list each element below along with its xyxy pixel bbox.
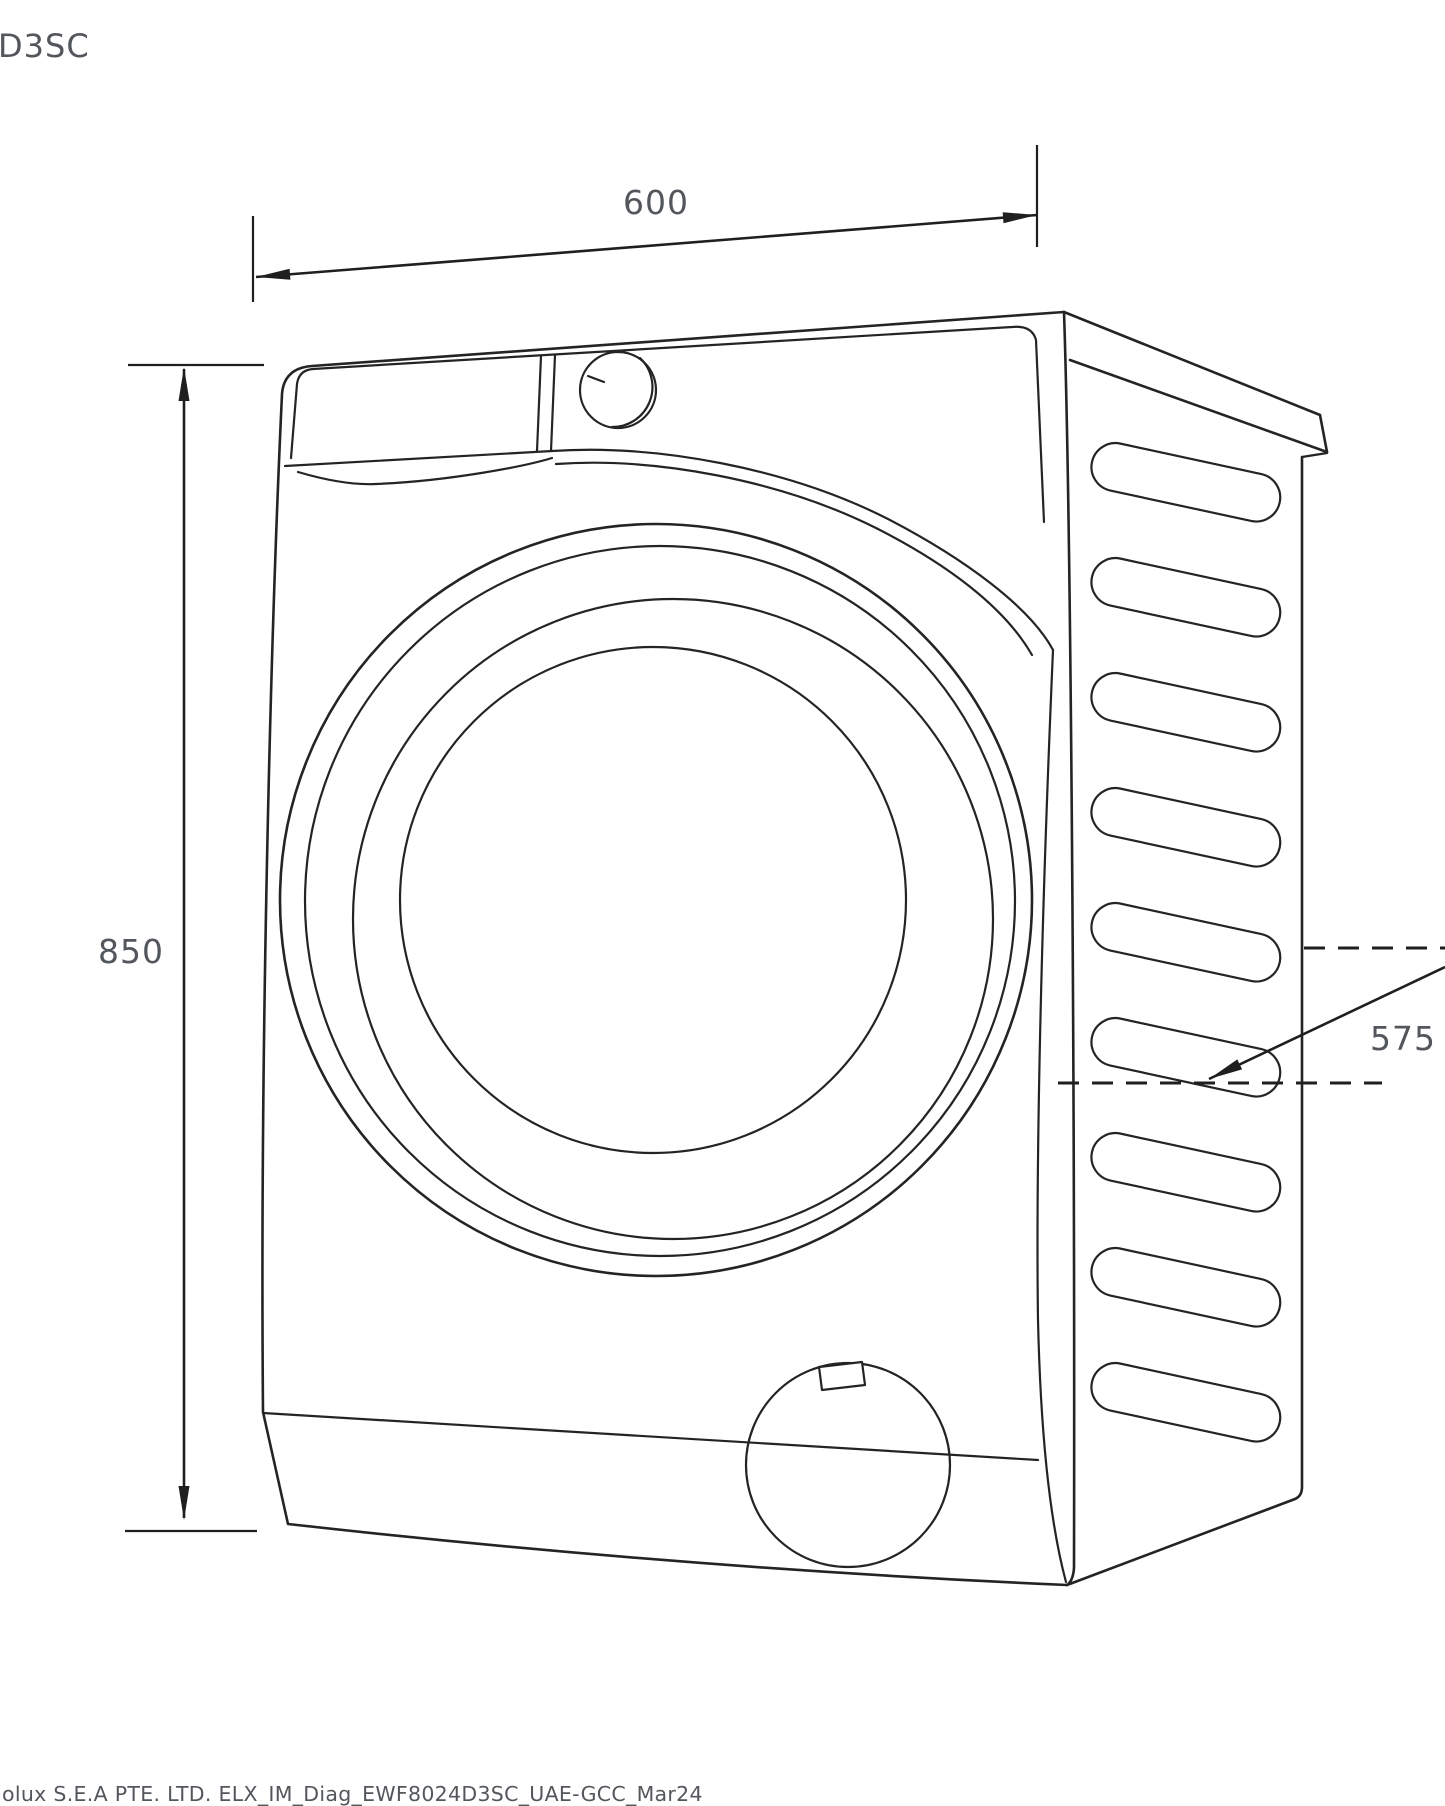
door-glass — [398, 645, 908, 1155]
vent-slot — [1090, 671, 1282, 753]
depth-dimension: 575 — [1058, 946, 1445, 1085]
dispenser-divider-line-2 — [549, 353, 557, 453]
vent-slot — [1090, 1361, 1282, 1443]
footer-file-reference: olux S.E.A PTE. LTD. ELX_IM_Diag_EWF8024… — [2, 1782, 703, 1806]
vent-slot — [1090, 1131, 1282, 1213]
top-cover-top-edge — [1062, 310, 1322, 417]
width-dimension: 600 — [251, 145, 1039, 302]
door-rim-ring — [303, 544, 1017, 1258]
vent-slot — [1090, 1246, 1282, 1328]
vent-slot — [1090, 1016, 1282, 1098]
service-flap-circle — [744, 1361, 952, 1569]
height-dimension-label: 850 — [98, 932, 164, 971]
service-flap-latch — [817, 1360, 867, 1392]
vent-slot — [1090, 786, 1282, 868]
vent-slot — [1090, 901, 1282, 983]
door-bowl-ring — [351, 597, 995, 1241]
depth-leader-arrow — [1209, 1059, 1243, 1079]
height-dimension: 850 — [98, 363, 264, 1533]
control-panel-bottom-seam — [283, 449, 554, 468]
width-arrow-left — [256, 268, 291, 280]
dispenser-divider-line — [535, 354, 543, 453]
kick-plate-seam — [261, 1411, 1040, 1462]
side-panel — [1065, 441, 1304, 1587]
knob-face — [578, 350, 658, 430]
knob-pointer — [586, 374, 606, 384]
control-panel — [283, 325, 1046, 524]
height-arrow-top — [178, 367, 190, 401]
top-cover — [1062, 310, 1329, 459]
width-dimension-line — [255, 213, 1038, 279]
height-arrow-bottom — [178, 1486, 190, 1520]
front-side-corner-edge — [1062, 310, 1076, 1587]
front-panel-right-contour — [1036, 648, 1068, 1584]
dispenser-drawer-handle — [296, 456, 554, 486]
top-cover-right-cap — [1318, 413, 1329, 454]
vent-slots — [1090, 441, 1282, 1443]
washer-drawing — [261, 310, 1329, 1587]
side-panel-back-and-bottom-edge — [1065, 455, 1304, 1587]
knob-side-arc — [610, 356, 654, 429]
door-outer-ring — [278, 522, 1034, 1278]
width-dimension-label: 600 — [623, 183, 689, 222]
model-code-fragment: D3SC — [0, 27, 90, 65]
top-cover-notch — [1300, 451, 1329, 459]
depth-dimension-label: 575 — [1370, 1019, 1436, 1058]
vent-slot — [1090, 441, 1282, 523]
width-arrow-right — [1002, 212, 1037, 224]
program-knob — [578, 350, 658, 430]
vent-slot — [1090, 556, 1282, 638]
control-panel-inner-outline — [289, 325, 1046, 524]
service-flap — [744, 1360, 952, 1569]
top-cover-bottom-edge — [1068, 358, 1329, 454]
depth-leader-line — [1208, 965, 1445, 1081]
door-bulge-lower-curve — [554, 461, 1034, 657]
door-bulge-upper-curve — [550, 448, 1055, 652]
washer-door — [278, 522, 1034, 1278]
front-panel-outline — [261, 310, 1069, 1587]
